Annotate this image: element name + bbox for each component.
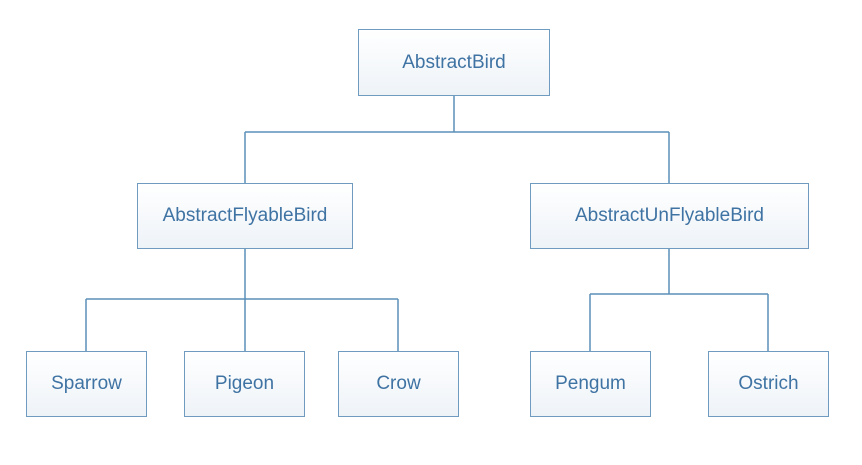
node-abstract-unflyable-bird: AbstractUnFlyableBird (530, 183, 809, 249)
node-crow: Crow (338, 351, 459, 417)
node-label: AbstractFlyableBird (162, 205, 328, 226)
node-label: Pengum (555, 373, 626, 394)
node-sparrow: Sparrow (26, 351, 147, 417)
node-pengum: Pengum (530, 351, 651, 417)
node-ostrich: Ostrich (708, 351, 829, 417)
node-label: Pigeon (214, 373, 275, 394)
node-label: Ostrich (738, 373, 799, 394)
node-label: Sparrow (51, 373, 122, 394)
node-abstract-flyable-bird: AbstractFlyableBird (137, 183, 353, 249)
node-label: AbstractBird (402, 51, 506, 73)
node-label: AbstractUnFlyableBird (574, 205, 765, 226)
node-pigeon: Pigeon (184, 351, 305, 417)
node-abstract-bird: AbstractBird (358, 29, 550, 96)
node-label: Crow (376, 373, 421, 394)
